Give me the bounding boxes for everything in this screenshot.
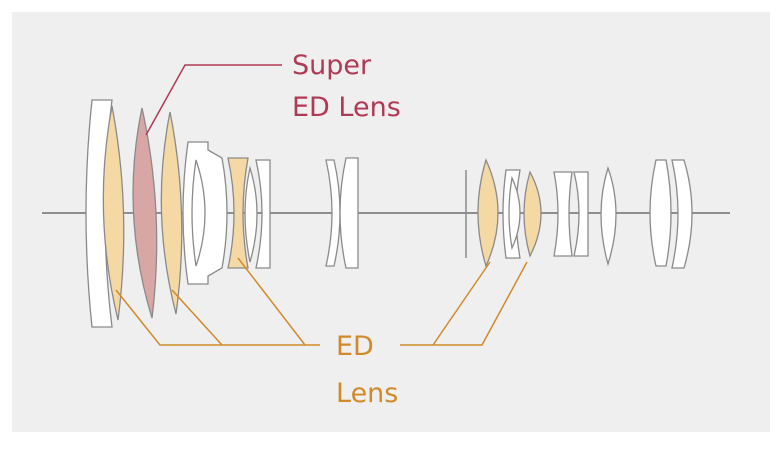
ed-leader-line-rear-2	[432, 261, 491, 346]
super-ed-lens-element	[132, 107, 158, 319]
lens-element-9	[553, 171, 573, 257]
ed-label-line1: ED	[336, 331, 374, 362]
lens-element-10	[573, 171, 589, 257]
super-ed-label-line2: ED Lens	[292, 92, 401, 123]
lens-element-11	[600, 165, 617, 267]
ed-leader-line-front-1	[115, 289, 305, 346]
lens-element-5	[325, 159, 341, 267]
ed-lens-element-4	[477, 158, 499, 268]
lens-element-8	[508, 175, 521, 251]
lens-element-6	[339, 157, 359, 269]
ed-leader-line-front-2	[171, 289, 223, 346]
ed-leader-line-rear	[400, 261, 528, 346]
lens-element-4	[255, 159, 271, 269]
ed-label-line2: Lens	[336, 378, 398, 409]
lens-element-12	[649, 159, 672, 267]
lens-element-13	[671, 159, 693, 269]
ed-lens-element-2	[160, 111, 183, 315]
lens-element-3	[244, 165, 258, 263]
super-ed-label-line1: Super	[292, 50, 372, 81]
ed-lens-element-5	[523, 170, 542, 258]
lens-element-2-inner	[191, 159, 206, 267]
ed-lens-element-1	[102, 105, 125, 321]
ed-leader-line-front-3	[237, 257, 320, 346]
ed-lens-element-3	[227, 157, 249, 269]
super-ed-leader-line	[145, 64, 282, 136]
